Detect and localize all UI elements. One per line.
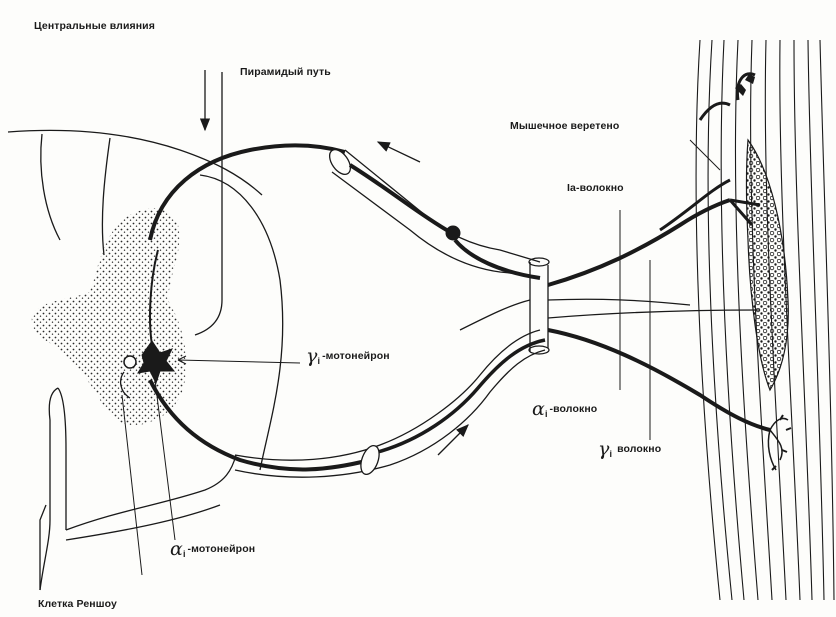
central-influences-label: Центральные влияния (34, 20, 155, 32)
alpha-fiber-text: -волокно (550, 403, 598, 415)
gamma-fiber-symbol: γ (598, 438, 609, 460)
grey-matter-stipple (32, 208, 187, 425)
muscle-spindle-label: Мышечное веретено (510, 120, 619, 132)
alpha-fiber-subscript: i (545, 409, 548, 419)
ia-fiber-text: -волокно (576, 182, 624, 194)
dorsal-root (150, 145, 540, 470)
gamma-fiber-text: волокно (617, 443, 661, 455)
alpha-motoneuron-subscript: i (183, 549, 186, 559)
gamma-symbol: γ (306, 345, 317, 367)
gamma-subscript: i (317, 356, 320, 366)
muscle-spindle (700, 74, 788, 390)
ia-fiber-label: Ia-волокно (567, 182, 624, 194)
pyramidal-tract-label: Пирамидый путь (240, 66, 331, 78)
alpha-fiber-symbol: α (532, 398, 545, 420)
pyramidal-tract (195, 70, 222, 335)
alpha-motoneuron-symbol: α (170, 538, 183, 560)
gamma-motoneuron-label: γi-мотонейрон (306, 345, 390, 367)
ia-fiber-prefix: Ia (567, 182, 576, 194)
gamma-fiber-label: γi волокно (598, 438, 661, 460)
alpha-fiber-label: αi-волокно (532, 398, 597, 420)
motor-end-plate (768, 415, 791, 470)
gamma-motoneuron-text: -мотонейрон (322, 350, 390, 362)
alpha-motoneuron-text: -мотонейрон (188, 543, 256, 555)
ia-direction-arrow (378, 142, 420, 162)
renshaw-cell-label: Клетка Реншоу (38, 598, 117, 610)
gamma-fiber-subscript: i (609, 449, 612, 459)
alpha-motoneuron-label: αi-мотонейрон (170, 538, 255, 560)
